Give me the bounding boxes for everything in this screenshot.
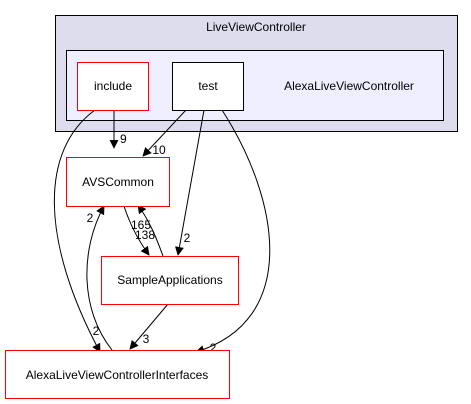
edge-label-test-to-avscommon: 10: [152, 143, 166, 157]
node-avscommon[interactable]: AVSCommon: [66, 157, 170, 207]
edges: [53, 109, 271, 354]
edge-sampleapps-to-avscommon: [137, 204, 164, 257]
node-test-label: test: [198, 79, 218, 93]
edge-label-include-to-interfaces: 2: [93, 324, 100, 338]
node-alexaliveviewcontrollerinterfaces[interactable]: AlexaLiveViewControllerInterfaces: [5, 350, 230, 399]
node-sampleapplications-label: SampleApplications: [117, 273, 222, 287]
node-include-box: [77, 62, 149, 111]
node-sampleapplications[interactable]: SampleApplications: [101, 256, 239, 305]
edge-label-interfaces-to-avscommon: 2: [87, 211, 94, 225]
node-alexaliveviewcontrollerinterfaces-label: AlexaLiveViewControllerInterfaces: [26, 368, 209, 382]
cluster-alexaliveviewcontroller-label: AlexaLiveViewController: [284, 79, 414, 93]
node-test[interactable]: test: [172, 62, 244, 111]
edge-test-to-sampleapps: [175, 109, 205, 256]
node-include-label: include: [94, 79, 132, 93]
node-test-box: [172, 62, 244, 111]
edge-label-sampleapps-to-interfaces: 3: [143, 332, 150, 346]
node-avscommon-box: [66, 157, 170, 207]
edge-test-to-avscommon: [142, 109, 187, 157]
node-sampleapplications-box: [101, 256, 239, 305]
edge-interfaces-to-avscommon: [86, 205, 113, 351]
edge-label-test-to-sampleapps: 2: [184, 231, 191, 245]
node-avscommon-label: AVSCommon: [82, 175, 154, 189]
edge-avscommon-to-sampleapps: [123, 205, 150, 256]
edge-test-to-interfaces: [195, 109, 271, 354]
edge-label-avscommon-to-sampleapps: 138: [135, 228, 155, 242]
cluster-liveviewcontroller-label: LiveViewController: [206, 20, 306, 34]
edge-label-sampleapps-to-avscommon: 165: [131, 218, 151, 232]
edge-label-test-to-interfaces: 2: [210, 341, 217, 355]
edge-include-to-interfaces: [53, 109, 101, 353]
edge-label-include-to-avscommon: 9: [120, 132, 127, 146]
edge-sampleapps-to-interfaces: [129, 303, 169, 350]
node-alexaliveviewcontrollerinterfaces-box: [5, 350, 230, 399]
node-include[interactable]: include: [77, 62, 149, 111]
